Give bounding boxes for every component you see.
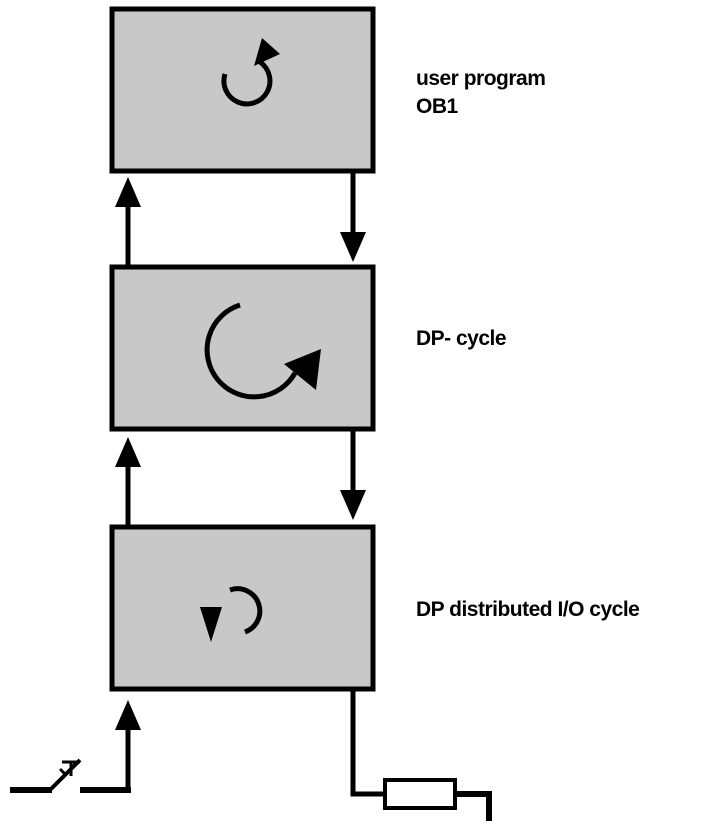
resistor-load-icon [350, 690, 492, 821]
cycle-arrow-icon [200, 586, 263, 642]
up-arrow [115, 700, 141, 790]
user-program-label-line1: user program [416, 67, 546, 90]
switch-contact-icon [10, 758, 131, 793]
cycle-arrow-icon [221, 38, 280, 107]
down-arrow [340, 173, 366, 262]
dp-io-cycle-label: DP distributed I/O cycle [416, 596, 640, 624]
up-arrow [115, 437, 141, 526]
user-program-label: user program OB1 [416, 65, 546, 121]
user-program-box [109, 6, 376, 174]
cycle-arrow-icon [204, 302, 321, 400]
dp-io-cycle-box [109, 524, 376, 692]
user-program-label-line2: OB1 [416, 95, 458, 118]
dp-cycle-box [109, 264, 376, 432]
dp-cycle-label-line1: DP- cycle [416, 327, 507, 350]
dp-cycle-label: DP- cycle [416, 325, 507, 353]
up-arrow [115, 177, 141, 266]
down-arrow [340, 431, 366, 520]
dp-io-cycle-label-line1: DP distributed I/O cycle [416, 598, 640, 621]
